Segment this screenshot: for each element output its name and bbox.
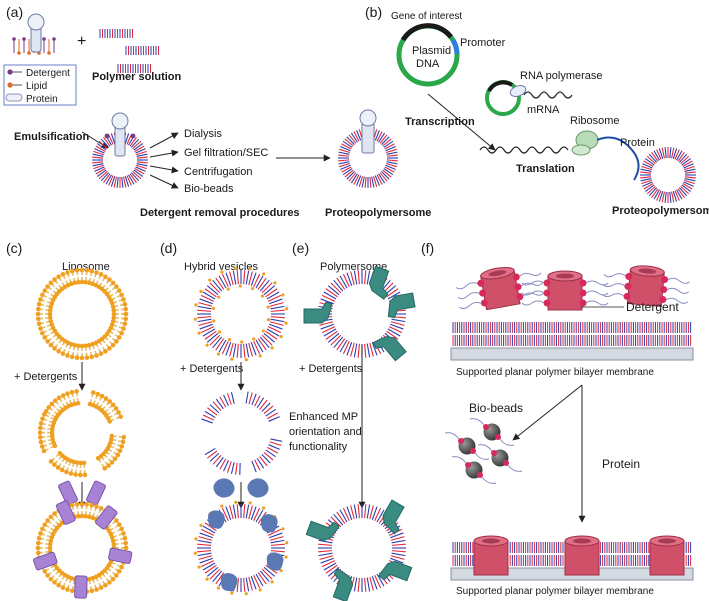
detergent-solubilized-proteins (455, 265, 690, 311)
detergent-label-f: Detergent (626, 300, 679, 314)
proteopolymersome-a (338, 109, 398, 188)
panel-a-label: (a) (6, 4, 23, 20)
method-dialysis: Dialysis (184, 128, 222, 140)
plasmid-dna (396, 23, 460, 87)
mrna-strand (523, 91, 573, 99)
panel-e: (e) Polymersome + Detergents Enhanced MP… (289, 240, 416, 601)
polymersome (303, 265, 416, 362)
mrna-strand-2 (479, 146, 569, 154)
liposome (35, 267, 129, 361)
nascent-protein (596, 136, 640, 181)
panel-b: (b) Gene of interest Plasmid DNA Promote… (365, 4, 709, 217)
transcription-label: Transcription (405, 116, 475, 128)
polymer-solution-label: Polymer solution (92, 71, 182, 83)
emulsified-vesicle (92, 112, 148, 188)
membrane-caption-bottom: Supported planar polymer bilayer membran… (456, 586, 654, 597)
liposome-fragments (37, 389, 127, 478)
proteopolymersome-b-label: Proteopolymersome (612, 205, 709, 217)
detergents-step-d: + Detergents (180, 363, 244, 375)
legend-detergent: Detergent (26, 68, 70, 79)
panel-d: (d) Hybrid vesicles + Detergents (160, 240, 289, 596)
proteopolymersome-e (305, 499, 413, 601)
biobeads-label: Bio-beads (469, 401, 523, 415)
plasmid-label-1: Plasmid (412, 45, 451, 57)
note-line-3: functionality (289, 441, 348, 453)
detergents-step-e: + Detergents (299, 363, 363, 375)
purple-proteins (58, 480, 106, 506)
gene-of-interest-label: Gene of interest (391, 11, 462, 22)
removal-procedures-title: Detergent removal procedures (140, 207, 300, 219)
panel-a: (a) + Detergent Lipid Protein Polymer so… (3, 4, 431, 219)
hybrid-vesicle (193, 266, 289, 362)
biobeads-cluster (444, 418, 523, 484)
note-line-1: Enhanced MP (289, 411, 358, 423)
planar-membrane-bottom (450, 535, 694, 581)
blue-proteins (213, 478, 269, 498)
rna-polymerase (509, 85, 527, 97)
hybrid-proteovesicle (193, 500, 289, 596)
panel-f: (f) Detergent Supported planar polymer b… (421, 240, 694, 597)
ribosome (571, 130, 599, 156)
method-gel-filtration: Gel filtration/SEC (184, 147, 268, 159)
lipid-icon (7, 82, 13, 88)
protein-icon (5, 93, 23, 102)
planar-membrane-top (450, 322, 694, 361)
panel-c: (c) Liposome + Detergents (6, 240, 133, 599)
small-plasmid (485, 80, 521, 116)
rna-polymerase-label: RNA polymerase (520, 70, 603, 82)
plasmid-label-2: DNA (416, 58, 440, 70)
hybrid-fragments (201, 391, 283, 475)
legend-box: Detergent Lipid Protein (3, 64, 77, 106)
panel-e-label: (e) (292, 240, 309, 256)
legend-lipid: Lipid (26, 81, 47, 92)
proteopolymersome-b (640, 147, 696, 203)
mrna-label: mRNA (527, 104, 560, 116)
panel-b-label: (b) (365, 4, 382, 20)
detergent-icon (7, 69, 13, 75)
note-line-2: orientation and (289, 426, 362, 438)
panel-d-label: (d) (160, 240, 177, 256)
protein-label-b: Protein (620, 137, 655, 149)
detergents-step-c: + Detergents (14, 371, 78, 383)
ribosome-label: Ribosome (570, 115, 620, 127)
protein-detergent-micelle (12, 13, 56, 55)
promoter-label: Promoter (460, 37, 506, 49)
panel-f-label: (f) (421, 240, 434, 256)
proteopolymersome-a-label: Proteopolymersome (325, 207, 431, 219)
emulsification-label: Emulsification (14, 131, 89, 143)
legend-protein: Protein (26, 94, 58, 105)
polymer-snippets (99, 29, 159, 73)
panel-c-label: (c) (6, 240, 22, 256)
proteoliposome (32, 500, 133, 599)
polymersome-title: Polymersome (320, 261, 387, 273)
translation-label: Translation (516, 163, 575, 175)
plus-sign: + (77, 33, 86, 50)
hybrid-vesicles-title: Hybrid vesicles (184, 261, 258, 273)
method-biobeads: Bio-beads (184, 183, 234, 195)
membrane-caption-top: Supported planar polymer bilayer membran… (456, 367, 654, 378)
protein-label-f: Protein (602, 457, 640, 471)
method-centrifugation: Centrifugation (184, 166, 253, 178)
